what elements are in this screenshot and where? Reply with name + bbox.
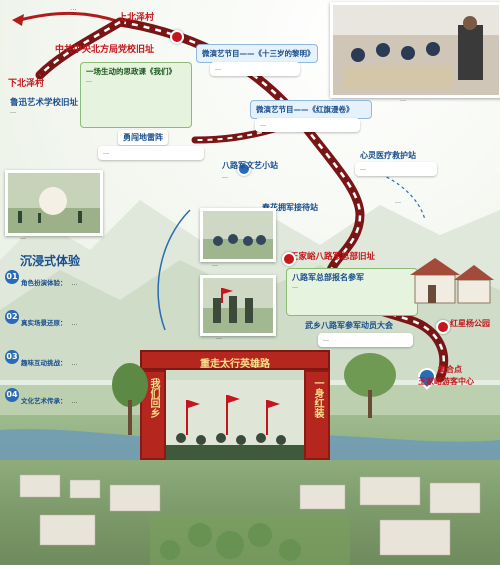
- gate-top-beam: 重走太行英雄路: [140, 350, 330, 370]
- left-photo-caption: …: [20, 234, 26, 241]
- party-school-marker: [170, 30, 184, 44]
- immersive-title: 沉浸式体验: [20, 254, 81, 268]
- entrance-gate: 重走太行英雄路 我们回乡 一身红装: [140, 350, 330, 460]
- eighth-art-body: …: [222, 173, 228, 180]
- item-3-number: 03: [5, 350, 19, 364]
- item-1-title: 角色扮演体验：: [21, 279, 67, 287]
- immersive-item-2: 02 真实场景还原： …: [5, 310, 110, 329]
- gate-right-pillar: 一身红装: [304, 370, 330, 460]
- lesson-title: 一场生动的思政课《我们》: [86, 67, 176, 76]
- item-2-title: 真实场景还原：: [21, 319, 67, 327]
- item-3-text: …: [71, 360, 78, 367]
- immersive-item-4: 04 文化艺术传承： …: [5, 388, 110, 407]
- mid-photo-1-caption: …: [212, 261, 218, 268]
- node-meet-2: 王家峪游客中心: [418, 377, 474, 386]
- top-photo-caption: …: [400, 96, 406, 103]
- node-wangjiayu-hq: 王家峪八路军总部旧址: [290, 252, 376, 262]
- path-hint: …: [395, 198, 401, 205]
- node-shangbei: 上北泽村: [118, 13, 155, 23]
- mid-photo-1: [200, 208, 276, 262]
- lesson-body: …: [86, 77, 92, 84]
- start-note: …: [70, 4, 77, 12]
- node-heart-med: 心灵医疗救护站: [360, 151, 416, 160]
- node-luxun: 鲁迅艺术学校旧址: [10, 98, 79, 108]
- node-chunhua: 春花拥军接待站: [262, 203, 318, 212]
- gate-left-text: 我们回乡: [148, 378, 159, 418]
- node-party-school: 中共中央北方局党校旧址: [55, 45, 155, 55]
- gate-crowd: [166, 380, 304, 460]
- wuxiang-npc: …: [318, 333, 413, 347]
- immersive-panel: 沉浸式体验 01 角色扮演体验： … 02 真实场景还原： … 03 趣味互动挑…: [0, 248, 115, 448]
- micro1-title: 微演艺节目——《十三岁的黎明》: [202, 49, 315, 58]
- item-4-text: …: [71, 398, 78, 405]
- node-eighth-art: 八路军文艺小站: [222, 161, 278, 170]
- item-4-title: 文化艺术传承：: [21, 397, 67, 405]
- heart-npc: …: [355, 162, 437, 176]
- micro-performance-2: 微演艺节目——《红旗漫卷》: [250, 100, 372, 119]
- immersive-item-3: 03 趣味互动挑战： …: [5, 350, 110, 369]
- hq-marker: [282, 252, 296, 266]
- item-4-number: 04: [5, 388, 19, 402]
- luxun-body: …: [10, 108, 16, 115]
- micro1-npc: …: [210, 62, 300, 76]
- item-3-title: 趣味互动挑战：: [21, 359, 67, 367]
- eighth-mem-body: …: [292, 283, 298, 290]
- red-park-marker: [436, 320, 450, 334]
- immersive-item-1: 01 角色扮演体验： …: [5, 270, 110, 289]
- village-illustration: [410, 258, 494, 304]
- left-photo: [5, 170, 103, 236]
- eighth-art-marker: [237, 162, 251, 176]
- top-right-photo: [330, 2, 500, 98]
- node-red-park: 红星杨公园: [450, 319, 490, 328]
- item-2-number: 02: [5, 310, 19, 324]
- item-2-text: …: [71, 320, 78, 327]
- item-1-text: …: [71, 280, 78, 287]
- eighth-mem-box: 八路军总部报名参军 …: [286, 268, 418, 316]
- gate-right-text: 一身红装: [312, 378, 323, 418]
- micro-performance-1: 微演艺节目——《十三岁的黎明》: [196, 44, 318, 63]
- mid-photo-2: [200, 275, 276, 336]
- mid-photo-2-caption: …: [216, 334, 222, 341]
- node-xiabei: 下北泽村: [8, 79, 45, 89]
- node-wuxiang: 武乡八路军参军动员大会: [305, 321, 393, 330]
- item-1-number: 01: [5, 270, 19, 284]
- lesson-box: 一场生动的思政课《我们》 …: [80, 62, 192, 128]
- gate-top-text: 重走太行英雄路: [200, 359, 270, 370]
- micro2-title: 微演艺节目——《红旗漫卷》: [256, 105, 354, 114]
- micro2-npc: …: [255, 118, 360, 132]
- node-meet: 集合点: [438, 365, 462, 374]
- tree-right: [344, 353, 396, 418]
- brave-npc: …: [98, 146, 204, 160]
- node-eighth-mem: 八路军总部报名参军: [292, 273, 364, 282]
- node-brave: 勇闯地雷阵: [118, 130, 168, 145]
- trees: [112, 363, 148, 435]
